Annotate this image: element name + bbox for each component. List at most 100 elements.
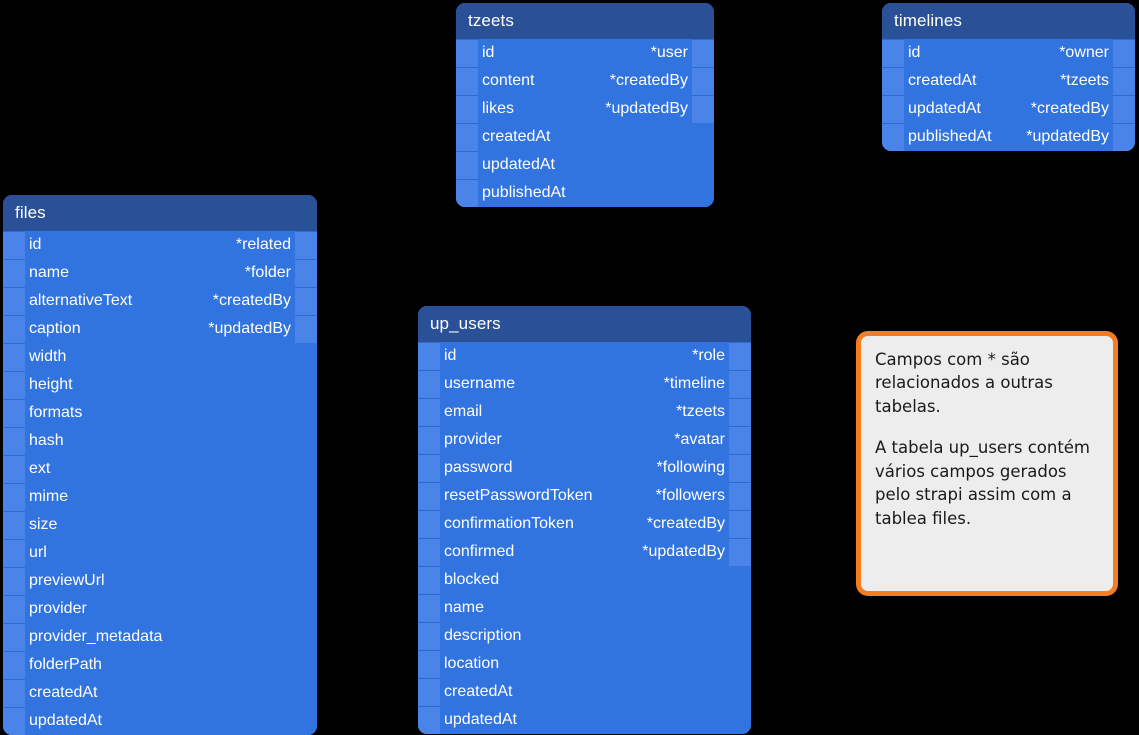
field-name: content	[482, 72, 535, 89]
table-row[interactable]: name *folder	[3, 259, 317, 287]
field-name: hash	[29, 432, 64, 449]
field-name: description	[444, 627, 522, 644]
table-row[interactable]: id*owner	[882, 39, 1135, 67]
table-title-timelines: timelines	[882, 3, 1135, 39]
table-row[interactable]: id *role	[418, 342, 751, 370]
table-row[interactable]: createdAt	[456, 123, 714, 151]
table-card-tzeets[interactable]: tzeets id *user content *createdBy likes*upda…	[456, 3, 714, 207]
field-name: id	[482, 44, 495, 61]
table-row[interactable]: hash	[3, 427, 317, 455]
table-row[interactable]: confirmed *updatedBy	[418, 538, 751, 566]
field-name: confirmed	[444, 543, 515, 560]
table-row[interactable]: content *createdBy	[456, 67, 714, 95]
table-row[interactable]: provider	[3, 595, 317, 623]
field-name: resetPasswordToken	[444, 487, 593, 504]
table-row[interactable]: provider_metadata	[3, 623, 317, 651]
field-name: provider	[444, 431, 502, 448]
relation-field: *folder	[244, 264, 291, 281]
table-row[interactable]: blocked	[418, 566, 751, 594]
table-row[interactable]: username*timeline	[418, 370, 751, 398]
table-row[interactable]: password *following	[418, 454, 751, 482]
table-rows-timelines: id*owner createdAt *tzeets updatedAt *create…	[882, 39, 1135, 151]
table-row[interactable]: ext	[3, 455, 317, 483]
field-name: name	[444, 599, 485, 616]
field-name: ext	[29, 460, 51, 477]
table-title-tzeets: tzeets	[456, 3, 714, 39]
field-name: caption	[29, 320, 81, 337]
field-name: createdAt	[908, 72, 977, 89]
table-row[interactable]: mime	[3, 483, 317, 511]
relation-field: *createdBy	[1030, 100, 1109, 117]
field-name: width	[29, 348, 67, 365]
table-row[interactable]: width	[3, 343, 317, 371]
field-name: formats	[29, 404, 83, 421]
legend-note[interactable]: Campos com * são relacionados a outras t…	[856, 331, 1118, 596]
table-row[interactable]: name	[418, 594, 751, 622]
field-name: id	[29, 236, 42, 253]
table-row[interactable]: description	[418, 622, 751, 650]
field-name: blocked	[444, 571, 500, 588]
field-name: username	[444, 375, 516, 392]
relation-field: *followers	[655, 487, 725, 504]
relation-field: *createdBy	[609, 72, 688, 89]
table-row[interactable]: updatedAt	[3, 707, 317, 735]
relation-field: *related	[235, 236, 291, 253]
table-row[interactable]: likes*updatedBy	[456, 95, 714, 123]
relation-field: *avatar	[674, 431, 725, 448]
field-name: updatedAt	[444, 711, 517, 728]
table-row[interactable]: id *user	[456, 39, 714, 67]
field-name: mime	[29, 488, 69, 505]
table-row[interactable]: formats	[3, 399, 317, 427]
relation-field: *owner	[1059, 44, 1109, 61]
table-rows-files: id *related name *folder alternativeText*cre…	[3, 231, 317, 735]
relation-field: *updatedBy	[642, 543, 725, 560]
table-row[interactable]: caption *updatedBy	[3, 315, 317, 343]
table-row[interactable]: updatedAt *createdBy	[882, 95, 1135, 123]
relation-field: *createdBy	[212, 292, 291, 309]
field-name: updatedAt	[482, 156, 555, 173]
relation-field: *role	[692, 347, 725, 364]
table-row[interactable]: provider *avatar	[418, 426, 751, 454]
table-row[interactable]: email*tzeets	[418, 398, 751, 426]
field-name: provider_metadata	[29, 628, 163, 645]
table-row[interactable]: resetPasswordToken *followers	[418, 482, 751, 510]
table-row[interactable]: createdAt	[3, 679, 317, 707]
field-name: createdAt	[444, 683, 513, 700]
note-paragraph: Campos com * são relacionados a outras t…	[875, 350, 1053, 416]
relation-field: *updatedBy	[208, 320, 291, 337]
field-name: publishedAt	[482, 184, 566, 201]
table-row[interactable]: confirmationToken*createdBy	[418, 510, 751, 538]
relation-field: *following	[656, 459, 725, 476]
table-row[interactable]: location	[418, 650, 751, 678]
table-row[interactable]: previewUrl	[3, 567, 317, 595]
field-name: location	[444, 655, 500, 672]
table-row[interactable]: id *related	[3, 231, 317, 259]
field-name: createdAt	[29, 684, 98, 701]
table-row[interactable]: updatedAt	[456, 151, 714, 179]
table-row[interactable]: height	[3, 371, 317, 399]
field-name: password	[444, 459, 513, 476]
table-row[interactable]: createdAt *tzeets	[882, 67, 1135, 95]
table-row[interactable]: updatedAt	[418, 706, 751, 734]
note-paragraph: A tabela up_users contém vários campos g…	[875, 438, 1091, 528]
table-row[interactable]: createdAt	[418, 678, 751, 706]
field-name: email	[444, 403, 483, 420]
table-row[interactable]: size	[3, 511, 317, 539]
table-row[interactable]: folderPath	[3, 651, 317, 679]
relation-field: *tzeets	[1060, 72, 1109, 89]
field-name: id	[444, 347, 457, 364]
field-name: updatedAt	[908, 100, 981, 117]
table-row[interactable]: publishedAt	[456, 179, 714, 207]
table-row[interactable]: url	[3, 539, 317, 567]
relation-field: *user	[650, 44, 688, 61]
field-name: url	[29, 544, 47, 561]
field-name: publishedAt	[908, 128, 992, 145]
table-row[interactable]: alternativeText*createdBy	[3, 287, 317, 315]
field-name: name	[29, 264, 70, 281]
field-name: createdAt	[482, 128, 551, 145]
field-name: confirmationToken	[444, 515, 574, 532]
table-row[interactable]: publishedAt*updatedBy	[882, 123, 1135, 151]
